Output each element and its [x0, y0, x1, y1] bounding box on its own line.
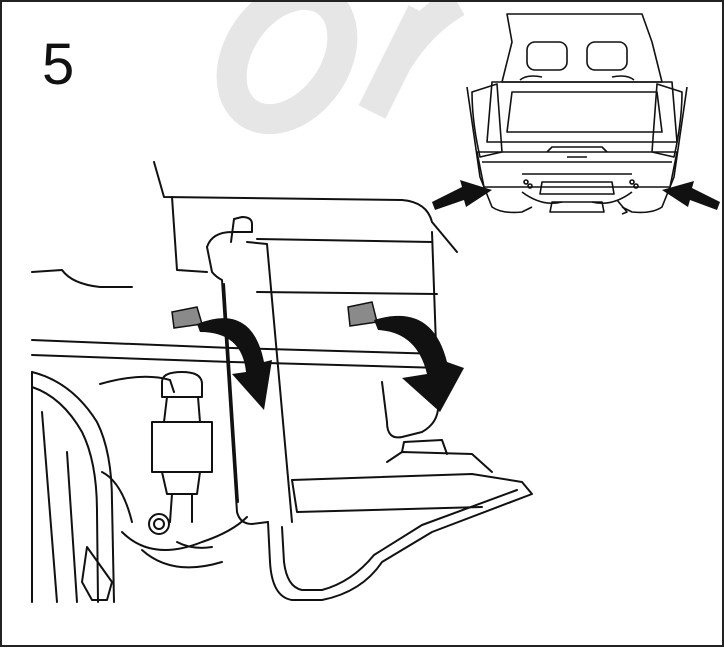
curved-arrow-right: [374, 315, 464, 412]
pointer-arrow-right: [662, 181, 720, 210]
pointer-arrow-left: [432, 180, 492, 210]
curved-arrow-left: [197, 318, 272, 410]
curved-arrows: [197, 315, 464, 412]
step-number: 5: [42, 32, 75, 97]
